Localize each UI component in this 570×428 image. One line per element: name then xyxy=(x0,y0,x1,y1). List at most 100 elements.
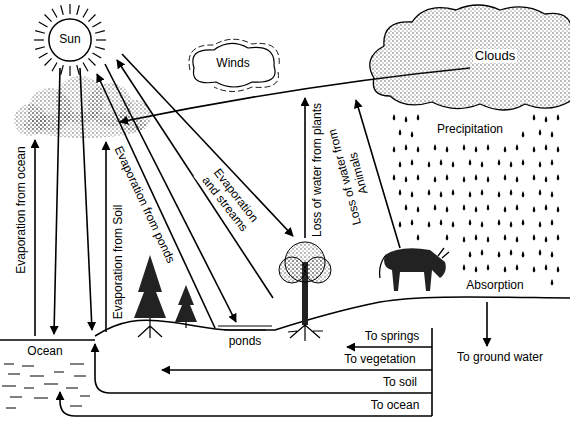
sun-disc xyxy=(49,19,91,61)
rain-drop xyxy=(475,174,478,181)
rain-drop xyxy=(475,206,478,213)
rain-drop xyxy=(545,176,548,183)
sun-ray xyxy=(83,9,88,18)
sun-rays xyxy=(34,4,106,76)
rain-drop xyxy=(533,206,536,213)
rain-drop xyxy=(545,116,548,123)
cloud-shape-outline xyxy=(360,0,570,112)
rain-drop xyxy=(446,146,449,153)
cloud-shape: Clouds xyxy=(360,0,570,112)
rain-drop xyxy=(504,174,507,181)
rain-drop xyxy=(417,114,420,121)
rain-drop xyxy=(393,114,396,121)
rain-drop xyxy=(504,266,507,273)
rain-drop xyxy=(463,176,466,183)
region-label: ponds xyxy=(227,335,264,349)
rain-drop xyxy=(545,236,548,243)
rain-drop xyxy=(405,116,408,123)
rain-drop xyxy=(399,221,402,228)
rain-drop xyxy=(533,266,536,273)
sun-ray xyxy=(39,22,48,27)
flow-arrows xyxy=(117,60,273,298)
rain-drop xyxy=(463,236,466,243)
rain-drop xyxy=(417,146,420,153)
rain-drop xyxy=(510,161,513,168)
rain-drop xyxy=(504,206,507,213)
rain-drop xyxy=(516,264,519,271)
region-label: Precipitation xyxy=(435,123,505,137)
rain-drop xyxy=(417,234,420,241)
flow-arrows xyxy=(97,74,215,328)
rain-drop xyxy=(428,221,431,228)
node-label: Sun xyxy=(57,33,82,47)
rain-drop xyxy=(399,161,402,168)
rain-drop xyxy=(428,189,431,196)
rain-drop xyxy=(405,176,408,183)
sun-ray xyxy=(35,31,45,34)
sun-ray xyxy=(61,65,64,75)
pond xyxy=(218,326,272,330)
cow xyxy=(384,248,446,291)
cloud-outline xyxy=(370,5,570,110)
ocean xyxy=(2,364,90,408)
winds-outline xyxy=(193,43,275,87)
sun-ray xyxy=(39,53,48,58)
flow-label: To vegetation xyxy=(342,353,417,367)
rain-drop xyxy=(510,221,513,228)
rain-drop xyxy=(440,191,443,198)
rain-drop xyxy=(417,206,420,213)
rain-drop xyxy=(498,251,501,258)
flow-arrows xyxy=(105,142,107,332)
flow-label: To springs xyxy=(363,330,422,344)
rain-drop xyxy=(475,146,478,153)
rain-drop xyxy=(545,144,548,151)
rain-drop xyxy=(539,189,542,196)
sun-ray xyxy=(88,15,95,22)
rain-drop xyxy=(557,146,560,153)
flow-arrows xyxy=(60,392,432,416)
sun-ray xyxy=(52,63,57,72)
flow-arrows xyxy=(34,140,36,336)
flow-arrows xyxy=(304,98,306,238)
arrow-label: Evaporation from Soil xyxy=(112,203,126,322)
node-label: Clouds xyxy=(473,49,517,64)
rain-drop xyxy=(463,144,466,151)
flow-label: To ocean xyxy=(369,399,422,413)
winds-swirl xyxy=(189,39,279,91)
arrow-label: Loss of water from Animals xyxy=(324,115,381,234)
conifer-tree xyxy=(138,318,162,338)
rain-drop xyxy=(539,161,542,168)
rain-drop xyxy=(446,174,449,181)
plant-tree xyxy=(288,325,323,341)
flow-arrows xyxy=(95,344,432,393)
rain-drop xyxy=(510,249,513,256)
rain-drop xyxy=(487,144,490,151)
rain-drop xyxy=(498,191,501,198)
flow-arrows xyxy=(431,328,433,416)
rain-drop xyxy=(417,174,420,181)
rain-drop xyxy=(557,266,560,273)
rain-drop xyxy=(475,234,478,241)
rain-drop xyxy=(440,219,443,226)
rain-drop xyxy=(557,174,560,181)
rain-drop xyxy=(481,249,484,256)
rain-drop xyxy=(434,176,437,183)
rain-drop xyxy=(446,234,449,241)
rain-drop xyxy=(469,159,472,166)
rain-drop xyxy=(545,264,548,271)
cow xyxy=(380,248,449,291)
rain-drop xyxy=(557,234,560,241)
flow-arrows xyxy=(35,54,487,416)
sun-ray xyxy=(95,31,105,34)
rain-drop xyxy=(481,221,484,228)
rain-drop xyxy=(516,144,519,151)
rain-drop xyxy=(522,219,525,226)
plant-tree xyxy=(279,242,331,341)
rain-drop xyxy=(557,206,560,213)
rain-drop xyxy=(504,234,507,241)
rain-drop xyxy=(533,234,536,241)
rain-drop xyxy=(551,279,554,286)
rain-drop xyxy=(475,266,478,273)
rain-drop xyxy=(411,219,414,226)
